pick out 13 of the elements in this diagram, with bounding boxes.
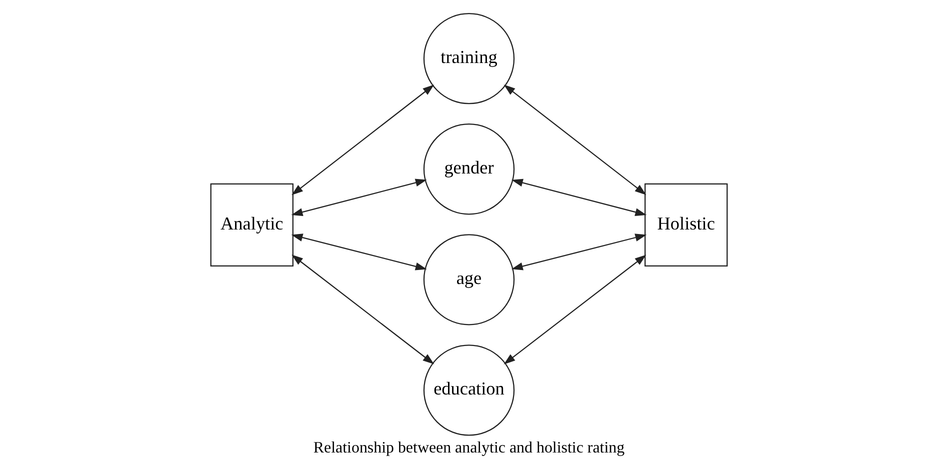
arrow bbox=[511, 233, 647, 270]
caption: Relationship between analytic and holistic rating bbox=[313, 439, 625, 456]
arrow bbox=[291, 233, 427, 270]
arrow bbox=[504, 84, 646, 194]
node-box: Analytic bbox=[210, 182, 294, 266]
arrow bbox=[291, 178, 427, 216]
arrow bbox=[504, 254, 646, 364]
arrow bbox=[511, 178, 647, 216]
node-circle: age bbox=[423, 234, 515, 325]
arrow bbox=[292, 84, 434, 195]
arrow bbox=[292, 254, 434, 364]
node-circle: gender bbox=[423, 123, 515, 214]
node-box: Holistic bbox=[644, 182, 728, 266]
